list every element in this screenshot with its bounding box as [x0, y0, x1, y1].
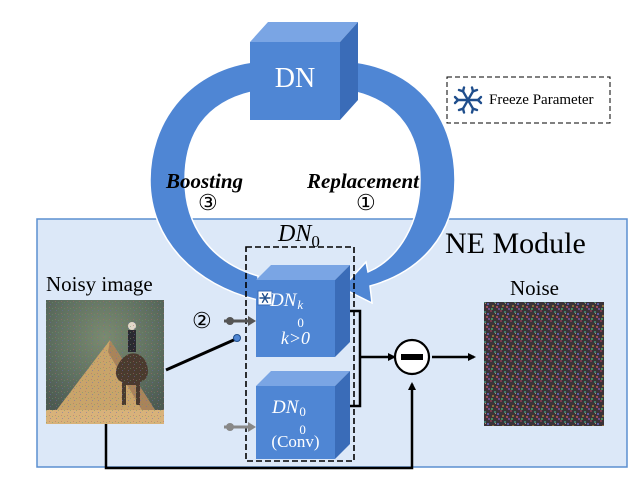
snowflake-icon [453, 86, 483, 114]
noisy-image-label: Noisy image [46, 272, 153, 296]
noise-label: Noise [510, 276, 559, 300]
switch-step: ② [192, 308, 212, 333]
dn0-k-sup: k [297, 297, 304, 312]
switch-pins [224, 316, 256, 432]
dn0-0-label: DN 0 0 [272, 397, 308, 437]
replacement-arrow [340, 61, 456, 305]
merge-wire [350, 309, 362, 408]
noise-output-image [484, 302, 604, 426]
boosting-step: ③ [198, 190, 218, 215]
dn0-0-base: DN [272, 397, 299, 418]
skip-connection-arrow [104, 382, 416, 470]
frozen-snowflake-icon [259, 292, 271, 304]
dn0-k-base: DN [270, 290, 297, 311]
ne-module-title: NE Module [445, 227, 586, 260]
dn0-k-sub: 0 [297, 315, 304, 330]
legend-label: Freeze Parameter [489, 92, 594, 108]
dn0-0-note: (Conv) [271, 432, 320, 451]
replacement-step: ① [356, 190, 376, 215]
boosting-label: Boosting [166, 169, 244, 193]
dn0-k-label: DN k 0 [270, 290, 306, 330]
dn0-group-box [245, 246, 355, 462]
dn-top-label: DN [274, 63, 316, 94]
dn0-k-cond: k>0 [280, 328, 311, 348]
switch-contact [233, 334, 241, 342]
dn0-0-cube [256, 371, 350, 459]
dn0-group-sub: 0 [311, 231, 320, 251]
replacement-label: Replacement [307, 169, 419, 193]
switch-lever [165, 337, 237, 372]
dn0-0-sup: 0 [299, 404, 306, 419]
dn0-group-base: DN [278, 221, 312, 247]
dn0-group-label: DN0 [278, 220, 320, 256]
minus-operator [393, 338, 431, 376]
dn0-0-sub: 0 [299, 422, 306, 437]
noisy-image [46, 300, 164, 424]
dn-top-cube [250, 22, 358, 120]
